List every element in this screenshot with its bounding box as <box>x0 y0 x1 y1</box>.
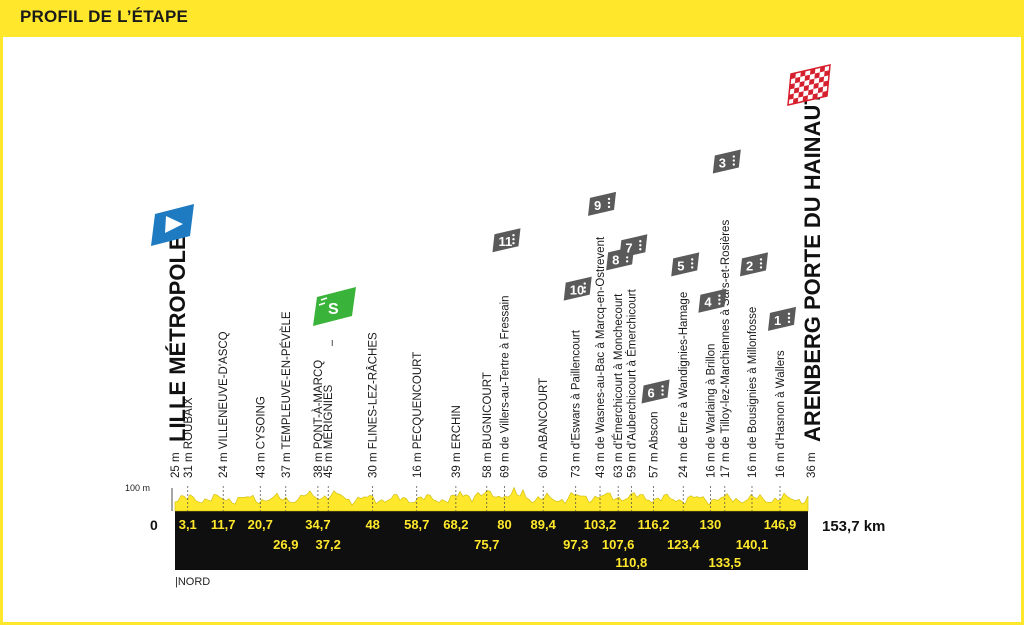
km-label: 58,7 <box>404 517 429 532</box>
location-label: 60 m ABANCOURT <box>538 378 550 478</box>
km-label: 75,7 <box>474 537 499 552</box>
cobbled-sector-icon: 5 <box>671 252 700 277</box>
cobbled-sector-icon: 2 <box>739 252 768 277</box>
y-axis-label: 100 m <box>125 483 150 493</box>
page-title: PROFIL DE L’ÉTAPE <box>20 7 189 26</box>
km-label: 26,9 <box>273 537 298 552</box>
km-label: 37,2 <box>316 537 341 552</box>
location-label: 45 m MÉRIGNIES <box>322 384 335 478</box>
location-label: 57 m Abscon <box>649 412 661 478</box>
cobbled-sector-icon: 9 <box>588 191 617 216</box>
km-band <box>175 511 808 570</box>
region-name: NORD <box>178 576 210 588</box>
km-label: 97,3 <box>563 537 588 552</box>
km-label: 20,7 <box>248 517 273 532</box>
location-label: 16 m PECQUENCOURT <box>412 352 424 478</box>
profile-area <box>171 486 809 570</box>
km-label: 3,1 <box>179 517 197 532</box>
svg-text:11: 11 <box>498 234 512 249</box>
cobbled-sector-icon: 11 <box>492 228 521 253</box>
location-label: 16 m de Bousignies à Millonfosse <box>747 307 759 478</box>
svg-text:5: 5 <box>677 258 684 273</box>
location-label: 43 m de Wasnes-au-Bac à Marcq-en-Ostreve… <box>595 236 607 478</box>
svg-text:7: 7 <box>625 240 632 255</box>
cobbled-sector-icon: 3 <box>712 149 741 174</box>
location-label: 16 m d'Hasnon à Wallers <box>775 350 787 478</box>
svg-text:S: S <box>328 301 339 318</box>
location-label: 31 m ROUBAIX <box>183 397 195 478</box>
km-label: 80 <box>497 517 511 532</box>
km-label: 107,6 <box>602 537 635 552</box>
location-label: 39 m ERCHIN <box>451 405 463 478</box>
end-km-label: 153,7 km <box>822 518 885 535</box>
location-label: 30 m FLINES-LEZ-RÂCHES <box>367 332 380 478</box>
checkered-flag-icon <box>787 64 831 106</box>
location-label: 37 m TEMPLEUVE-EN-PÉVÈLE <box>280 311 293 478</box>
km-label: 146,9 <box>764 517 797 532</box>
region-label: |NORD <box>175 576 210 588</box>
km-label: 130 <box>700 517 722 532</box>
cobbled-sector-icon: 1 <box>767 306 796 331</box>
finish-altitude: 36 m <box>806 452 818 478</box>
svg-text:4: 4 <box>704 295 712 310</box>
cobbled-sector-icon: 7 <box>619 234 648 259</box>
km-label: 103,2 <box>584 517 617 532</box>
km-label: 140,1 <box>736 537 769 552</box>
finish-name: ARENBERG PORTE DU HAINAUT <box>800 91 825 442</box>
location-label: 38 m PONT-À-MARCQ <box>312 360 325 478</box>
location-label: 58 m BUGNICOURT <box>482 372 494 478</box>
header-bar: PROFIL DE L’ÉTAPE <box>0 0 1024 37</box>
location-label: 24 m VILLENEUVE-D'ASCQ <box>218 331 230 478</box>
cobbled-sector-icon: 4 <box>698 288 727 313</box>
km-label: 123,4 <box>667 537 700 552</box>
svg-text:9: 9 <box>594 198 601 213</box>
start-name: LILLE MÉTROPOLE <box>165 235 190 442</box>
start-altitude: 25 m <box>170 452 182 478</box>
location-label: 59 m d'Auberchicourt à Émerchicourt <box>625 288 638 478</box>
start-km-label: 0 <box>150 517 158 533</box>
km-label: 133,5 <box>709 555 742 570</box>
svg-text:1: 1 <box>774 313 781 328</box>
location-label: 73 m d'Eswars à Paillencourt <box>571 329 583 478</box>
km-label: 110,8 <box>615 555 647 570</box>
sector-badges: 11 10 9 87 6 5 4 3 2 1 <box>492 149 796 404</box>
svg-text:6: 6 <box>648 385 655 400</box>
location-label: 24 m de Erre à Wandignies-Hamage <box>678 292 690 478</box>
cobbled-sector-icon: 6 <box>641 379 670 404</box>
km-label: 11,7 <box>211 517 236 532</box>
location-labels: 31 m ROUBAIX 3,1 24 m VILLENEUVE-D'ASCQ 11,… <box>179 220 797 570</box>
sprint-icon: S <box>313 287 356 326</box>
svg-text:2: 2 <box>746 258 753 273</box>
cobbled-sector-icon: 10 <box>563 276 592 301</box>
svg-text:10: 10 <box>570 283 584 298</box>
km-label: 34,7 <box>305 517 330 532</box>
km-label: 68,2 <box>443 517 468 532</box>
location-label: 17 m de Tilloy-lez-Marchiennes à Sars-et… <box>720 220 732 478</box>
start-flag-icon <box>151 204 194 246</box>
location-label: 69 m de Villers-au-Tertre à Fressain <box>500 295 512 478</box>
svg-text:8: 8 <box>612 252 619 267</box>
location-label: 16 m de Warlaing à Brillon <box>705 344 717 478</box>
elevation-area <box>174 486 809 512</box>
location-label: 63 m d'Émerchicourt à Monchecourt <box>612 293 625 478</box>
km-label: 89,4 <box>531 517 557 532</box>
km-label: 48 <box>365 517 379 532</box>
location-label: 43 m CYSOING <box>255 396 267 478</box>
km-label: 116,2 <box>638 517 670 532</box>
svg-text:3: 3 <box>719 156 726 171</box>
